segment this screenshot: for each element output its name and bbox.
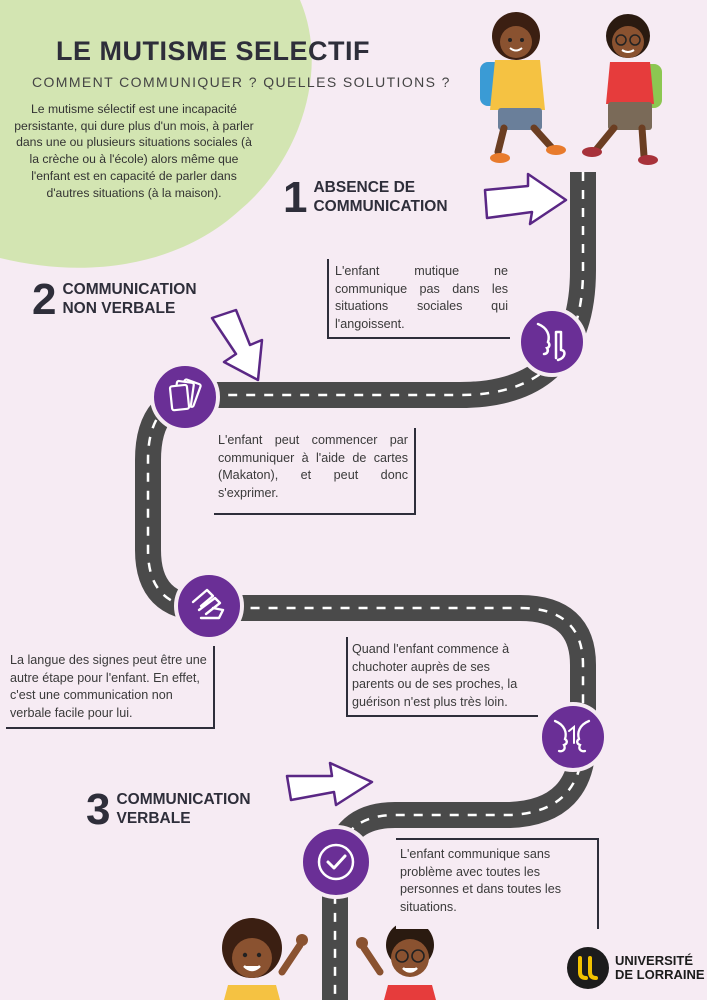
page-title: LE MUTISME SELECTIF: [56, 36, 371, 66]
step-number: 1: [283, 173, 308, 222]
card-whisper: Quand l'enfant commence à chuchoter aupr…: [346, 637, 538, 717]
page-subtitle: COMMENT COMMUNIQUER ? QUELLES SOLUTIONS …: [32, 74, 451, 90]
check-icon: [299, 825, 373, 899]
step-number: 2: [32, 275, 57, 324]
child-boy-illustration-bottom: [356, 921, 436, 1000]
silence-icon: [517, 307, 587, 377]
card-cards-makaton: L'enfant peut commencer par communiquer …: [214, 428, 416, 515]
step-title: ABSENCE DE COMMUNICATION: [313, 179, 448, 215]
step-3-heading: 3 COMMUNICATION VERBALE: [86, 788, 251, 832]
step-number: 3: [86, 785, 111, 834]
card-verbal: L'enfant communique sans problème avec t…: [396, 838, 599, 929]
cards-icon: [150, 362, 220, 432]
green-blob-shape: [0, 0, 312, 268]
university-logo: UNIVERSITÉ DE LORRAINE: [566, 946, 705, 990]
university-logo-text: UNIVERSITÉ DE LORRAINE: [615, 953, 705, 982]
arrow-down-icon: [210, 308, 264, 382]
step-2-heading: 2 COMMUNICATION NON VERBALE: [32, 278, 197, 322]
arrow-right-icon-2: [285, 761, 374, 807]
intro-text: Le mutisme sélectif est une incapacité p…: [14, 102, 254, 200]
arrow-right-icon: [483, 172, 568, 226]
child-girl-illustration-top: [480, 12, 566, 163]
step-title: COMMUNICATION NON VERBALE: [62, 281, 197, 317]
card-sign-language: La langue des signes peut être une autre…: [6, 646, 215, 729]
child-girl-illustration-bottom: [222, 918, 308, 1000]
card-absence: L'enfant mutique ne communique pas dans …: [327, 259, 510, 339]
child-boy-illustration-top: [582, 14, 662, 165]
step-title: COMMUNICATION VERBALE: [116, 791, 251, 827]
university-logo-icon: [567, 947, 609, 989]
sign-language-icon: [174, 571, 244, 641]
whisper-icon: [538, 702, 608, 772]
step-1-heading: 1 ABSENCE DE COMMUNICATION: [283, 176, 448, 220]
